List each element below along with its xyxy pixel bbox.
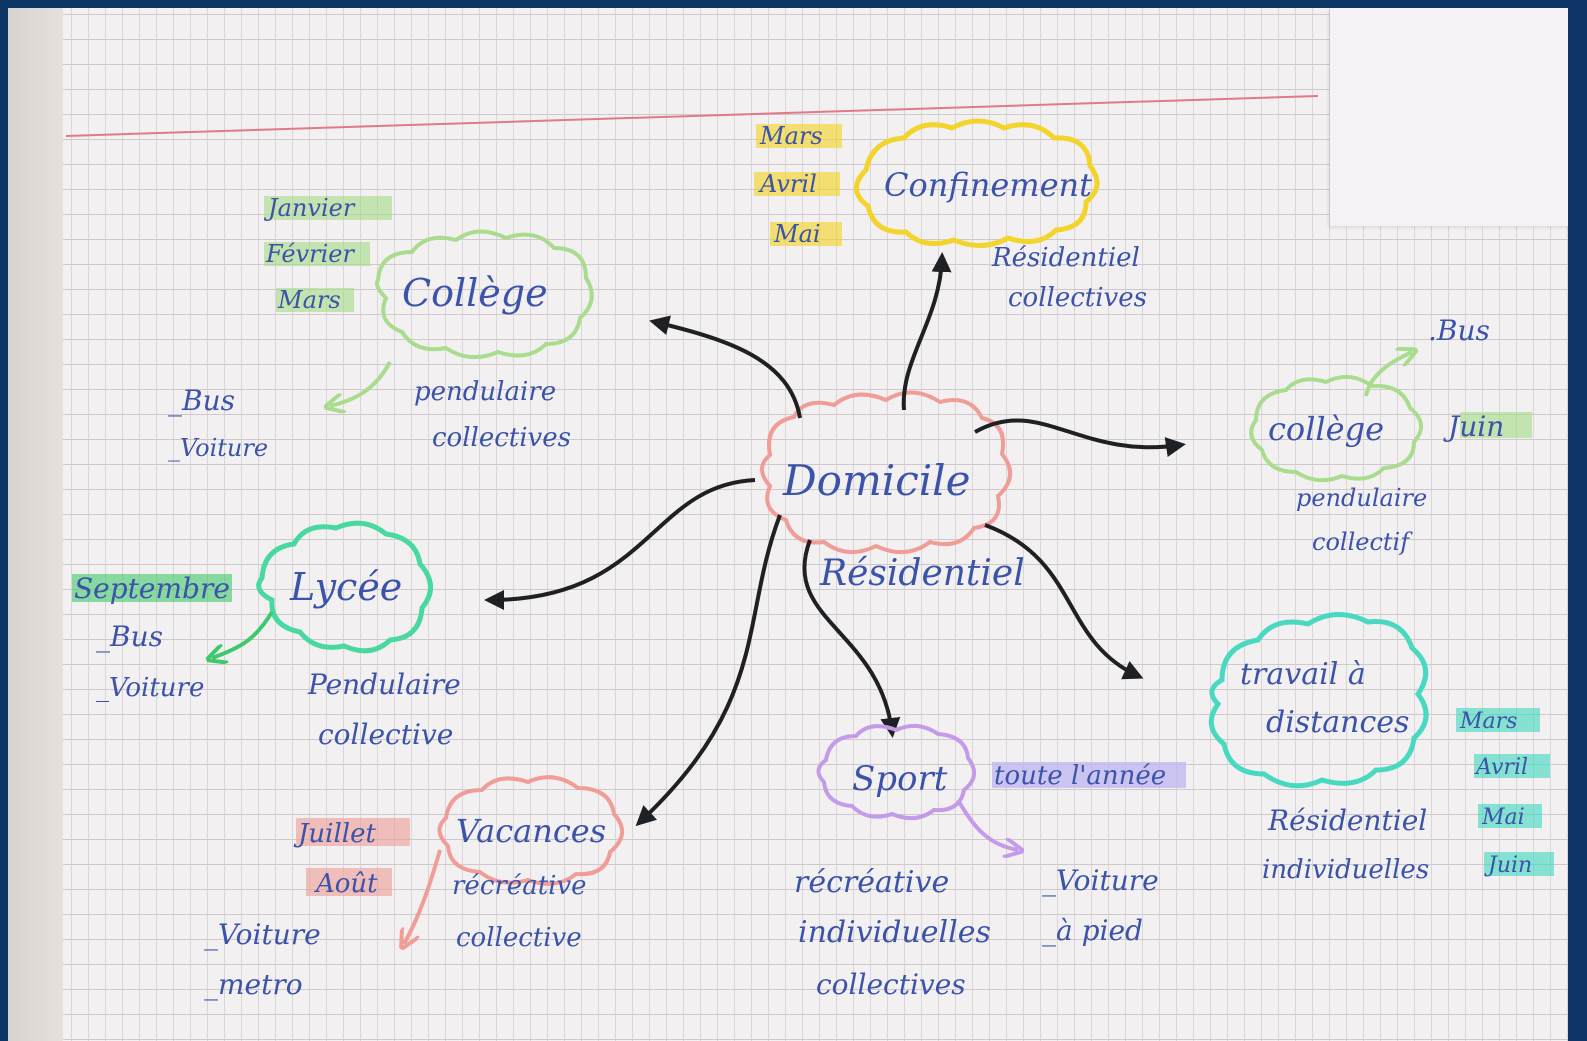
confinement-month-highlight-1	[756, 124, 842, 148]
margin-line	[65, 95, 1319, 137]
vacances-note-2: collective	[456, 923, 582, 953]
college-right-month-highlight	[1460, 412, 1532, 438]
lycee-month: Septembre	[74, 572, 230, 605]
college-left-note-1: pendulaire	[414, 377, 556, 407]
travail-month-4: Juin	[1484, 853, 1532, 878]
college-right-cloud	[1249, 374, 1423, 483]
confinement-label: Confinement	[884, 166, 1092, 204]
travail-note-1: Résidentiel	[1267, 804, 1427, 837]
travail-note-2: individuelles	[1262, 855, 1429, 885]
arrow-to-travail	[984, 523, 1144, 680]
confinement-month-2: Avril	[758, 170, 817, 198]
vacances-month-2: Août	[314, 869, 378, 899]
vacances-month-highlight-1	[296, 818, 410, 846]
domicile-cloud	[760, 390, 1012, 554]
arrow-to-vacances	[635, 514, 782, 827]
vacances-month-highlight-2	[306, 868, 392, 896]
lycee-label: Lycée	[289, 565, 402, 609]
college-right-green-arrow	[1364, 352, 1412, 397]
notebook-binding-edge	[8, 8, 70, 1041]
college-left-label: Collège	[402, 271, 548, 315]
vacances-month-1: Juillet	[293, 819, 377, 849]
travail-month-1: Mars	[1459, 709, 1517, 734]
college-left-green-arrow	[330, 361, 392, 406]
travail-cloud	[1208, 611, 1429, 789]
confinement-month-3: Mai	[773, 220, 821, 248]
college-right-note-1: pendulaire	[1296, 484, 1427, 512]
college-left-transport-2: _Voiture	[168, 434, 268, 462]
vacances-note-1: récréative	[452, 871, 587, 901]
paper-sheet-corner	[1330, 8, 1568, 226]
confinement-note-2: collectives	[1008, 283, 1147, 313]
travail-month-highlight-4	[1484, 852, 1554, 876]
sport-period-highlight	[992, 762, 1186, 788]
arrow-to-sport	[802, 539, 901, 738]
college-left-month-2: Février	[265, 240, 355, 268]
college-right-transport: .Bus	[1428, 314, 1490, 347]
arrow-to-college-left	[649, 315, 802, 419]
sport-purple-arrow	[956, 799, 1018, 850]
lycee-transport-2: _Voiture	[96, 673, 204, 703]
sport-transport-1: _Voiture	[1042, 864, 1159, 897]
sport-label: Sport	[852, 759, 948, 799]
lycee-cloud	[256, 520, 433, 654]
college-left-month-highlight-2	[264, 242, 370, 266]
college-right-label: collège	[1268, 410, 1384, 448]
domicile-sub: Résidentiel	[819, 553, 1025, 594]
confinement-note-1: Résidentiel	[991, 243, 1140, 273]
vacances-cloud	[437, 775, 624, 886]
vacances-label: Vacances	[456, 812, 606, 850]
college-left-month-highlight-1	[264, 196, 392, 220]
travail-month-highlight-2	[1474, 754, 1550, 778]
confinement-month-1: Mars	[759, 122, 823, 150]
travail-month-2: Avril	[1474, 755, 1528, 780]
sport-note-2: individuelles	[798, 915, 991, 950]
college-right-note-2: collectif	[1312, 528, 1413, 556]
sport-transport-2: _à pied	[1042, 914, 1143, 947]
confinement-month-highlight-2	[754, 172, 840, 196]
college-right-month: Juin	[1443, 410, 1504, 443]
confinement-cloud	[854, 118, 1100, 248]
travail-month-3: Mai	[1481, 805, 1525, 830]
confinement-month-highlight-3	[770, 222, 842, 246]
college-left-month-3: Mars	[277, 286, 341, 314]
college-left-note-2: collectives	[432, 423, 571, 453]
travail-month-highlight-1	[1456, 708, 1540, 732]
sport-note-1: récréative	[794, 865, 949, 900]
college-left-transport-1: _Bus	[168, 384, 235, 417]
college-left-month-highlight-3	[276, 288, 354, 312]
lycee-green-arrow	[212, 610, 274, 658]
lycee-month-highlight	[72, 574, 232, 602]
college-left-month-1: Janvier	[263, 194, 356, 222]
lycee-note-2: collective	[318, 718, 453, 751]
domicile-label: Domicile	[782, 456, 970, 505]
vacances-pink-arrow	[404, 849, 442, 944]
lycee-note-1: Pendulaire	[307, 668, 461, 701]
lycee-transport-1: _Bus	[96, 620, 163, 653]
arrow-to-confinement	[901, 252, 952, 411]
vacances-transport-1: _Voiture	[204, 918, 321, 951]
vacances-transport-2: _metro	[204, 968, 303, 1001]
travail-month-highlight-3	[1478, 804, 1542, 828]
college-left-cloud	[375, 229, 594, 360]
arrows	[484, 252, 1186, 827]
sport-note-3: collectives	[816, 968, 966, 1001]
arrow-to-lycee	[484, 478, 756, 610]
travail-label-2: distances	[1266, 705, 1409, 740]
travail-label-1: travail à	[1240, 657, 1366, 692]
sport-cloud	[816, 723, 976, 821]
sport-period: toute l'année	[994, 761, 1166, 791]
arrow-to-college-right	[974, 418, 1186, 457]
